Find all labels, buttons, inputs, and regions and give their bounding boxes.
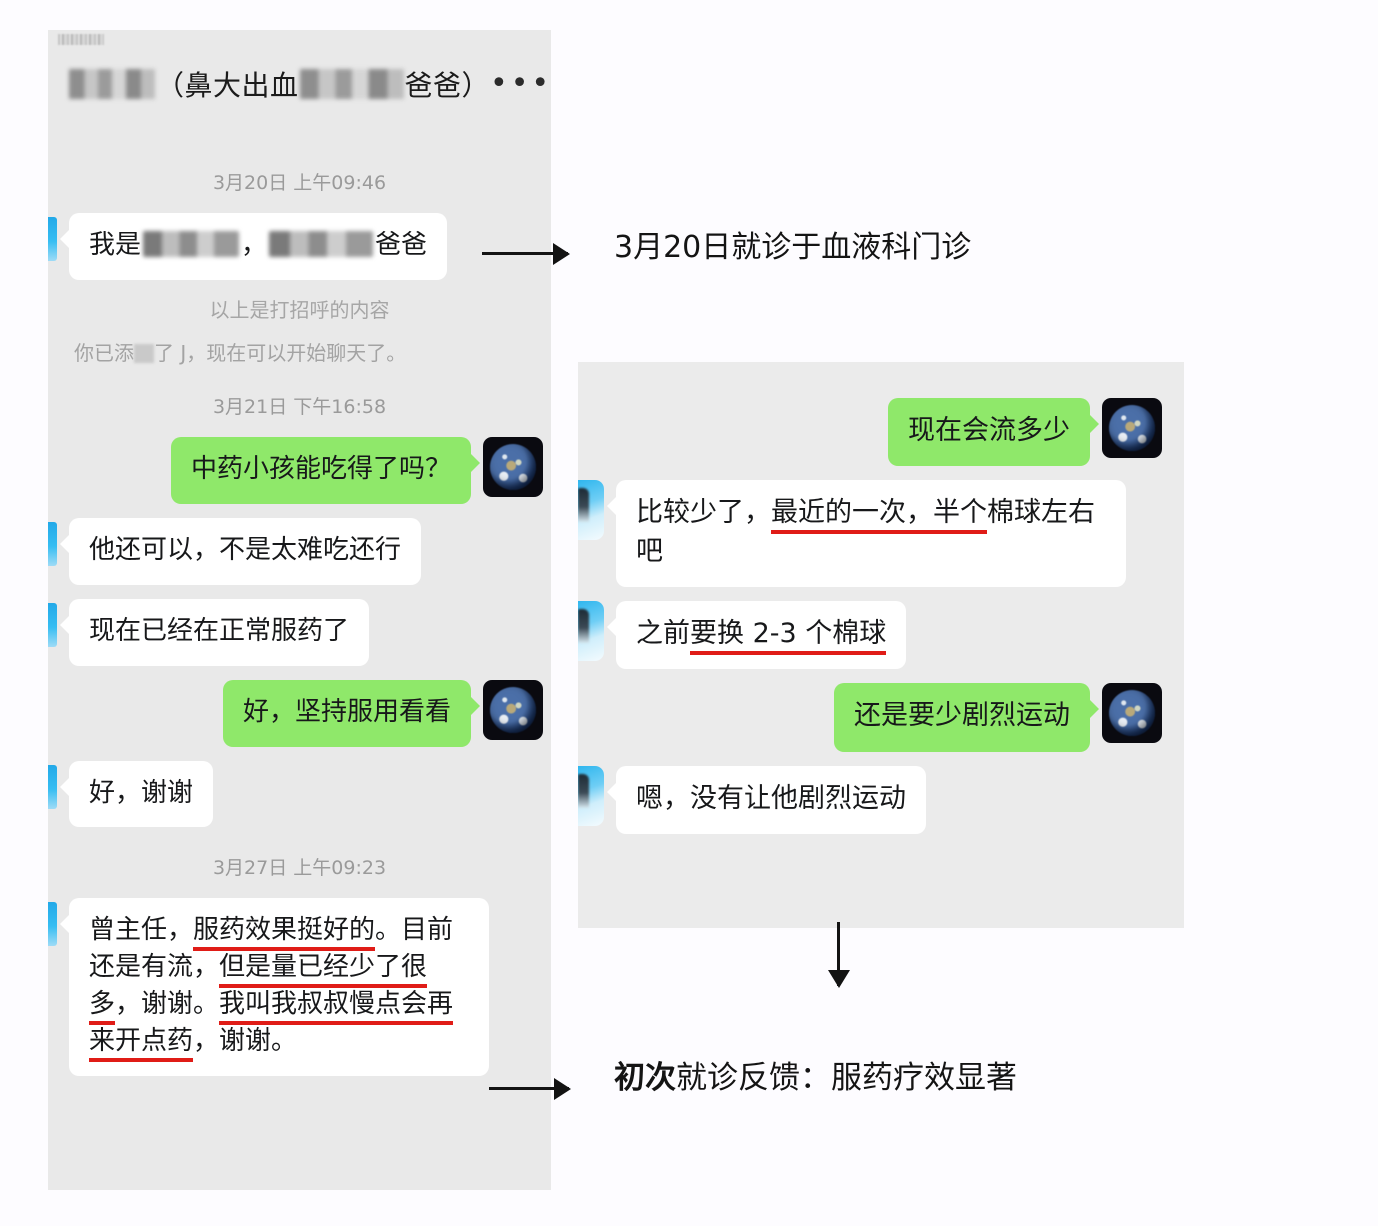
contact-avatar[interactable] — [578, 765, 604, 826]
caption-bottom-rest: 就诊反馈：服药疗效显著 — [676, 1060, 1017, 1096]
blurred-watermark — [58, 34, 104, 45]
message-bubble[interactable]: 现在会流多少 — [888, 398, 1099, 467]
message-bubble[interactable]: 好，坚持服用看看 — [222, 679, 481, 747]
greeting-suffix: 爸爸 — [375, 230, 428, 260]
right-chat-panel: 现在会流多少 比较少了，最近的一次，半个棉球左右吧 之前要换 2-3 个棉球 还… — [578, 362, 1184, 928]
greeting-prefix: 我是 — [89, 230, 142, 260]
message-row: 之前要换 2-3 个棉球 — [578, 600, 1170, 670]
left-chat-panel: （鼻大出血 爸爸） ••• 3月20日 上午09:46 我是 ， 爸爸 以上是打招呼… — [48, 30, 551, 1190]
doctor-avatar[interactable] — [1102, 683, 1162, 744]
message-row: 好，谢谢 — [48, 760, 551, 828]
contact-name: （鼻大出血 爸爸） — [68, 64, 490, 104]
chat-header: （鼻大出血 爸爸） ••• — [48, 64, 551, 104]
message-row-feedback: 曾主任，服药效果挺好的。目前还是有流，但是量已经少了很多，谢谢。我叫我叔叔慢点会… — [48, 898, 551, 1077]
message-bubble[interactable]: 他还可以，不是太难吃还行 — [59, 517, 422, 585]
message-row: 他还可以，不是太难吃还行 — [48, 517, 551, 585]
text-run: ，谢谢。 — [193, 1026, 298, 1057]
contact-avatar[interactable] — [48, 217, 57, 261]
underlined-text-run: 服药效果挺好的 — [193, 915, 376, 952]
message-bubble[interactable]: 之前要换 2-3 个棉球 — [606, 600, 907, 670]
underlined-text-run: 我叫我叔叔慢点会再来开点药 — [89, 989, 454, 1063]
caption-bottom-emphasis: 初次 — [614, 1060, 676, 1096]
message-row: 好，坚持服用看看 — [48, 679, 551, 747]
message-row: 现在会流多少 — [578, 398, 1170, 467]
text-run: 比较少了， — [636, 497, 771, 529]
message-timestamp: 3月20日 上午09:46 — [212, 172, 387, 194]
underlined-text-run: 但是量已经少了很多 — [89, 952, 428, 1026]
contact-avatar[interactable] — [578, 600, 604, 661]
text-run: 之前 — [636, 617, 690, 649]
message-row: 现在已经在正常服药了 — [48, 598, 551, 666]
message-bubble-feedback[interactable]: 曾主任，服药效果挺好的。目前还是有流，但是量已经少了很多，谢谢。我叫我叔叔慢点会… — [60, 898, 489, 1077]
annotation-caption-bottom: 初次就诊反馈：服药疗效显著 — [614, 1052, 1017, 1097]
message-bubble[interactable]: 中药小孩能吃得了吗？ — [170, 436, 481, 504]
text-run: 棉球左右吧 — [636, 497, 1095, 567]
arrow-right-icon — [489, 1087, 569, 1090]
redacted-name-block — [69, 69, 155, 99]
contact-avatar[interactable] — [48, 602, 57, 647]
message-bubble[interactable]: 好，谢谢 — [59, 760, 214, 828]
greeting-comma: ， — [241, 230, 268, 260]
contact-name-part-1: （鼻大出血 — [156, 69, 299, 102]
message-row: 还是要少剧烈运动 — [578, 683, 1170, 752]
text-run: 曾主任， — [89, 915, 194, 946]
message-timestamp: 3月21日 下午16:58 — [212, 395, 387, 418]
system-note-added-friend: 你已添了 J，现在可以开始聊天了。 — [48, 337, 551, 366]
message-row: 嗯，没有让他剧烈运动 — [578, 765, 1170, 834]
contact-avatar[interactable] — [578, 480, 604, 541]
message-timestamp: 3月27日 上午09:23 — [212, 857, 387, 880]
system-note-prefix: 你已添 — [74, 340, 134, 365]
redacted-text-block — [143, 231, 240, 257]
message-bubble[interactable]: 还是要少剧烈运动 — [834, 683, 1099, 752]
system-note-suffix: 了 J，现在可以开始聊天了。 — [154, 340, 407, 365]
message-bubble[interactable]: 比较少了，最近的一次，半个棉球左右吧 — [607, 480, 1126, 587]
message-bubble[interactable]: 我是 ， 爸爸 — [59, 213, 448, 280]
message-bubble[interactable]: 嗯，没有让他剧烈运动 — [607, 765, 926, 834]
underlined-text-run: 最近的一次，半个 — [771, 497, 987, 535]
redacted-text-block-2 — [269, 231, 374, 257]
doctor-avatar[interactable] — [483, 436, 543, 497]
system-note-greeting: 以上是打招呼的内容 — [209, 297, 390, 322]
message-row-greeting: 我是 ， 爸爸 — [48, 213, 551, 280]
arrow-right-icon — [482, 252, 568, 255]
contact-avatar[interactable] — [48, 521, 57, 566]
contact-avatar[interactable] — [48, 902, 57, 947]
text-run: ，谢谢。 — [115, 989, 220, 1020]
redacted-name-block-2 — [299, 69, 404, 99]
redacted-small-block — [134, 343, 154, 363]
more-options-icon[interactable]: ••• — [490, 66, 551, 101]
arrow-down-icon — [837, 922, 840, 986]
contact-name-part-2: 爸爸） — [404, 69, 491, 102]
message-row: 中药小孩能吃得了吗？ — [48, 436, 551, 504]
doctor-avatar[interactable] — [483, 679, 543, 740]
message-bubble[interactable]: 现在已经在正常服药了 — [59, 598, 370, 666]
contact-avatar[interactable] — [48, 764, 57, 809]
text-run: 。目前还是有流， — [89, 915, 454, 983]
annotation-caption-top: 3月20日就诊于血液科门诊 — [614, 230, 972, 265]
message-row: 比较少了，最近的一次，半个棉球左右吧 — [578, 480, 1170, 587]
underlined-text-run: 要换 2-3 个棉球 — [690, 617, 887, 655]
doctor-avatar[interactable] — [1102, 398, 1162, 458]
